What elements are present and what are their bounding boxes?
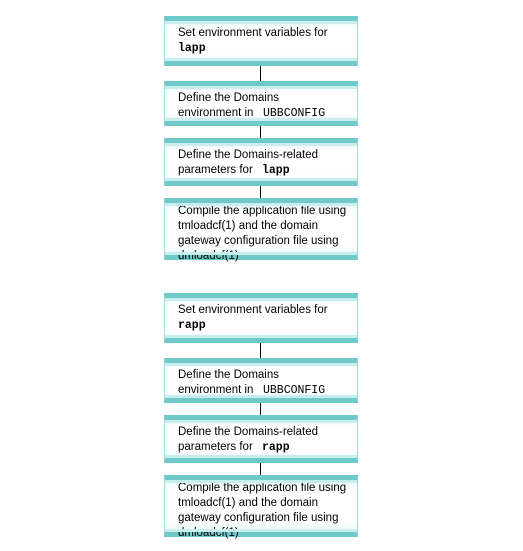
flow1-step1-box: Set environment variables for lapp bbox=[164, 16, 358, 66]
connector-line bbox=[260, 66, 261, 81]
step-text: Define the Domains environment in bbox=[178, 92, 279, 119]
connector-line bbox=[260, 463, 261, 475]
step-text: Set environment variables for bbox=[178, 27, 328, 39]
connector-line bbox=[260, 403, 261, 415]
step-text: Define the Domains environment in bbox=[178, 369, 279, 396]
flow1-step3-box: Define the Domains-related parameters fo… bbox=[164, 138, 358, 186]
connector-line bbox=[260, 126, 261, 138]
flow1-step2-box: Define the Domains environment in UBBCON… bbox=[164, 81, 358, 126]
step-text: Compile the application file using tmloa… bbox=[178, 482, 347, 539]
flow2-step3-box: Define the Domains-related parameters fo… bbox=[164, 415, 358, 463]
step-code: UBBCONFIG bbox=[263, 107, 326, 120]
flow2-step1-box: Set environment variables for rapp bbox=[164, 293, 358, 343]
step-code: rapp bbox=[262, 441, 290, 454]
step-text: Set environment variables for bbox=[178, 304, 328, 316]
connector-line bbox=[260, 186, 261, 198]
step-code: lapp bbox=[178, 42, 206, 55]
step-text: Define the Domains-related parameters fo… bbox=[178, 426, 318, 453]
step-text: Compile the application file using tmloa… bbox=[178, 205, 347, 262]
flow2-step4-box: Compile the application file using tmloa… bbox=[164, 475, 358, 539]
step-code: rapp bbox=[178, 319, 206, 332]
flow2-step2-box: Define the Domains environment in UBBCON… bbox=[164, 358, 358, 403]
step-code: lapp bbox=[262, 164, 290, 177]
flow1-step4-box: Compile the application file using tmloa… bbox=[164, 198, 358, 262]
step-code: UBBCONFIG bbox=[263, 384, 326, 397]
connector-line bbox=[260, 343, 261, 358]
step-text: Define the Domains-related parameters fo… bbox=[178, 149, 318, 176]
